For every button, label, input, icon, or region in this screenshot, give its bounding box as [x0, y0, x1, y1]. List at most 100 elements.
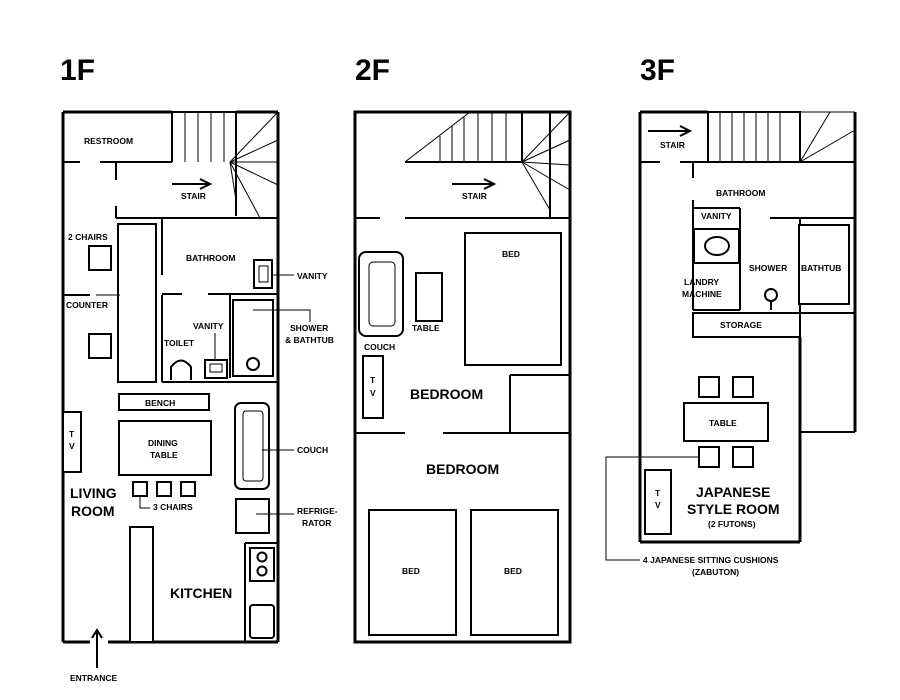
chair: [88, 245, 112, 271]
tv-2f: [362, 355, 384, 419]
japanese-label-1: JAPANESE: [696, 484, 770, 500]
floor-2f-stairs: [404, 111, 571, 218]
toilet-label: TOILET: [164, 338, 195, 348]
bedroom-lower-label: BEDROOM: [426, 461, 499, 477]
japanese-label-2: STYLE ROOM: [687, 501, 780, 517]
cushion: [732, 446, 754, 468]
entrance-arrowhead: [91, 628, 103, 639]
table-label-3f: TABLE: [709, 418, 737, 428]
cushions-label-1: 4 JAPANESE SITTING CUSHIONS: [643, 555, 779, 565]
bathroom-label-3f: BATHROOM: [716, 188, 765, 198]
laundry-label-2: MACHINE: [682, 289, 722, 299]
shower-label-2: & BATHTUB: [285, 335, 334, 345]
couch-1f: [234, 402, 270, 490]
three-chairs-label: 3 CHAIRS: [153, 502, 193, 512]
shower-bathtub: [232, 299, 274, 377]
floor-2f-title: 2F: [355, 54, 390, 87]
fridge-label-1: REFRIGE-: [297, 506, 338, 516]
couch-2f: [358, 251, 404, 337]
burner: [256, 565, 268, 577]
cushions-leader: [605, 456, 700, 561]
floor-1f-stairs: [171, 111, 279, 219]
tv-3f-t: T: [655, 488, 661, 498]
shower-label-1: SHOWER: [290, 323, 328, 333]
chair: [132, 481, 148, 497]
vanity-label-3f: VANITY: [701, 211, 732, 221]
tv-2f-v: V: [370, 388, 376, 398]
storage-label: STORAGE: [720, 320, 762, 330]
living-label-1: LIVING: [70, 485, 117, 501]
bed-top-2f: [464, 232, 562, 366]
vanity-label: VANITY: [193, 321, 224, 331]
floor-3f-walls: [638, 110, 857, 544]
tv-3f: [644, 469, 672, 535]
table-3f: [683, 402, 769, 442]
fridge-label-2: RATOR: [302, 518, 331, 528]
dining-label-2: TABLE: [150, 450, 178, 460]
tv-1f-v: V: [69, 441, 75, 451]
kitchen-counter: [129, 526, 154, 643]
shower-drain: [764, 288, 778, 302]
bed-right-2f: [470, 509, 559, 636]
cushion: [732, 376, 754, 398]
chair: [180, 481, 196, 497]
cushion: [698, 446, 720, 468]
three-chairs-leader: [139, 496, 150, 509]
tv-1f: [62, 411, 82, 473]
tv-1f-t: T: [69, 429, 75, 439]
burner: [256, 551, 268, 563]
chair: [88, 333, 112, 359]
vanity-basin: [258, 265, 269, 283]
restroom-label: RESTROOM: [84, 136, 133, 146]
shower-label-3f: SHOWER: [749, 263, 787, 273]
vanity-3f-basin: [704, 236, 730, 256]
vanity-right-label: VANITY: [297, 271, 328, 281]
counter-label: COUNTER: [66, 300, 108, 310]
refrigerator: [235, 498, 270, 534]
couch-1f-seat: [242, 410, 264, 482]
stair-label-3f: STAIR: [660, 140, 685, 150]
tv-2f-t: T: [370, 375, 376, 385]
bed-right-label: BED: [504, 566, 522, 576]
floor-3f-stairs: [648, 111, 856, 163]
chair: [156, 481, 172, 497]
toilet: [170, 359, 192, 380]
laundry-label-1: LANDRY: [684, 277, 719, 287]
floor-1f-walls: [61, 110, 280, 644]
table-label-2f: TABLE: [412, 323, 440, 333]
bench-label: BENCH: [145, 398, 175, 408]
couch-2f-seat: [368, 261, 396, 327]
couch-label-2f: COUCH: [364, 342, 395, 352]
vanity-sink: [253, 259, 273, 289]
dining-label-1: DINING: [148, 438, 178, 448]
drain: [246, 357, 260, 371]
bathroom-label-1f: BATHROOM: [186, 253, 235, 263]
vanity-3f: [693, 228, 740, 264]
cushion: [698, 376, 720, 398]
two-chairs-label: 2 CHAIRS: [68, 232, 108, 242]
bench: [118, 393, 210, 411]
bed-left-label: BED: [402, 566, 420, 576]
dining-table: [118, 420, 212, 476]
couch-label-1f: COUCH: [297, 445, 328, 455]
living-label-2: ROOM: [71, 503, 115, 519]
sink: [249, 604, 275, 639]
entrance-label: ENTRANCE: [70, 673, 118, 683]
counter: [117, 223, 157, 383]
table-2f: [415, 272, 443, 322]
bathtub-label: BATHTUB: [801, 263, 841, 273]
vanity-lower-basin: [209, 363, 223, 373]
kitchen-label: KITCHEN: [170, 585, 232, 601]
bed-left-2f: [368, 509, 457, 636]
floor-3f-title: 3F: [640, 54, 675, 87]
floor-1f-title: 1F: [60, 54, 95, 87]
vanity-lower: [204, 359, 228, 379]
floor-2f: 2F STA: [353, 54, 572, 644]
cushions-label-2: (ZABUTON): [692, 567, 739, 577]
bedroom-upper-label: BEDROOM: [410, 386, 483, 402]
floor-3f: 3F: [605, 54, 857, 577]
bed-top-label: BED: [502, 249, 520, 259]
futons-label: (2 FUTONS): [708, 519, 756, 529]
stair-label-1f: STAIR: [181, 191, 206, 201]
